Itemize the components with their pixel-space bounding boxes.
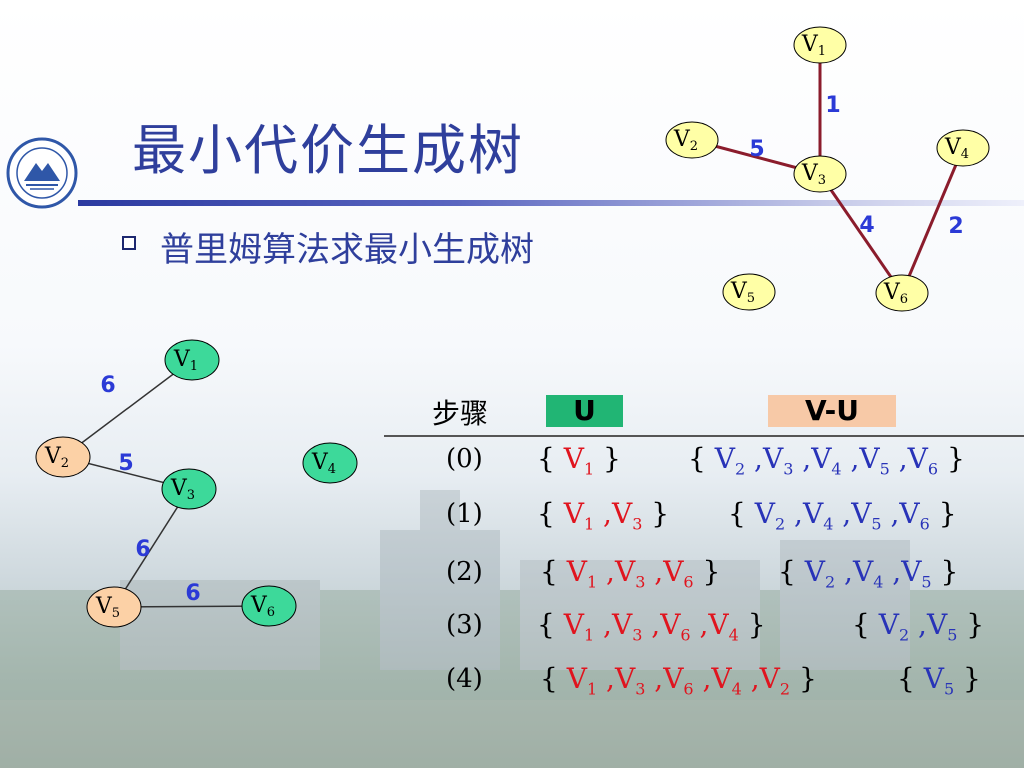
vertex-v1: V1 xyxy=(566,662,598,699)
vertex-v2: V2 xyxy=(714,442,746,479)
edge-weight-v1-v3: 1 xyxy=(825,93,840,118)
table-row: (0) { V1 } { V2 ,V3 ,V4 ,V5 ,V6 } xyxy=(0,440,1024,480)
header-step: 步骤 xyxy=(432,397,489,430)
campus-backdrop xyxy=(0,490,1024,768)
table-row: (2) { V1 ,V3 ,V6 } { V2 ,V4 ,V5 } xyxy=(0,553,1024,593)
node-v5: V5 xyxy=(722,273,776,311)
vertex-v5: V5 xyxy=(859,442,890,479)
table-header-rule xyxy=(384,435,1024,437)
node-v2: V2 xyxy=(665,121,719,159)
vertex-v5: V5 xyxy=(923,662,955,699)
header-u: U xyxy=(546,395,623,427)
vertex-v3: V3 xyxy=(614,662,646,699)
edge-weight-v2-v3: 5 xyxy=(749,137,764,162)
vertex-v4: V4 xyxy=(811,442,842,479)
vertex-v5: V5 xyxy=(901,555,932,592)
vertex-v4: V4 xyxy=(852,555,884,592)
vertex-v5: V5 xyxy=(926,608,958,645)
step-label: (0) xyxy=(446,444,483,474)
node-v1: V1 xyxy=(793,26,847,64)
vertex-v5: V5 xyxy=(851,497,882,534)
edge-v3-v6 xyxy=(818,173,904,294)
vertex-v6: V6 xyxy=(663,555,694,592)
edge-weight-v3-v5: 6 xyxy=(135,537,150,562)
slide-title: 最小代价生成树 xyxy=(132,119,524,182)
vertex-v1: V1 xyxy=(566,555,598,592)
vertex-v3: V3 xyxy=(614,555,646,592)
vertex-v4: V4 xyxy=(708,608,739,645)
vertex-v3: V3 xyxy=(762,442,794,479)
v-minus-u-set: { V2 ,V3 ,V4 ,V5 ,V6 } xyxy=(688,442,965,479)
node-v6: V6 xyxy=(875,274,929,312)
node-v3: V3 xyxy=(161,468,217,510)
u-set: { V1 ,V3 ,V6 ,V4 } xyxy=(537,608,766,645)
bullet-checkbox-icon xyxy=(122,236,136,250)
vertex-v1: V1 xyxy=(563,608,595,645)
vertex-v2: V2 xyxy=(754,497,786,534)
vertex-v2: V2 xyxy=(804,555,836,592)
v-minus-u-set: { V2 ,V5 } xyxy=(852,608,985,645)
title-underline xyxy=(78,200,1024,206)
table-row: (1) { V1 ,V3 } { V2 ,V4 ,V5 ,V6 } xyxy=(0,495,1024,535)
header-v-minus-u: V-U xyxy=(768,395,896,427)
edge-v3-v5 xyxy=(113,488,190,608)
edge-weight-v1-v2: 6 xyxy=(100,373,115,398)
node-v6: V6 xyxy=(241,585,297,627)
table-row: (3) { V1 ,V3 ,V6 ,V4 } { V2 ,V5 } xyxy=(0,606,1024,646)
u-set: { V1 ,V3 } xyxy=(537,497,670,534)
u-set: { V1 } xyxy=(537,442,621,479)
edge-v1-v2 xyxy=(62,359,193,458)
vertex-v4: V4 xyxy=(711,662,742,699)
u-set: { V1 ,V3 ,V6 ,V4 ,V2 } xyxy=(540,662,817,699)
vertex-v3: V3 xyxy=(611,497,643,534)
node-v1: V1 xyxy=(164,339,220,381)
node-v3: V3 xyxy=(793,155,847,193)
node-v4: V4 xyxy=(302,442,358,484)
step-label: (1) xyxy=(446,499,483,529)
vertex-v3: V3 xyxy=(611,608,643,645)
edge-weight-v2-v3: 5 xyxy=(118,451,133,476)
step-label: (3) xyxy=(446,610,483,640)
step-label: (4) xyxy=(446,664,483,694)
vertex-v6: V6 xyxy=(660,608,691,645)
vertex-v6: V6 xyxy=(663,662,694,699)
edge-weight-v3-v6: 4 xyxy=(859,213,874,238)
edge-weight-v4-v6: 2 xyxy=(948,214,963,239)
table-row: (4) { V1 ,V3 ,V6 ,V4 ,V2 } { V5 } xyxy=(0,660,1024,700)
edge-v4-v6 xyxy=(900,147,965,294)
step-label: (2) xyxy=(446,557,483,587)
vertex-v2: V2 xyxy=(759,662,791,699)
node-v4: V4 xyxy=(936,129,990,167)
v-minus-u-set: { V2 ,V4 ,V5 ,V6 } xyxy=(728,497,957,534)
u-set: { V1 ,V3 ,V6 } xyxy=(540,555,721,592)
node-v2: V2 xyxy=(35,436,91,478)
vertex-v1: V1 xyxy=(563,497,595,534)
v-minus-u-set: { V2 ,V4 ,V5 } xyxy=(778,555,959,592)
vertex-v6: V6 xyxy=(899,497,930,534)
vertex-v4: V4 xyxy=(802,497,834,534)
vertex-v6: V6 xyxy=(907,442,939,479)
edge-weight-v5-v6: 6 xyxy=(185,581,200,606)
university-seal-logo xyxy=(6,137,78,209)
v-minus-u-set: { V5 } xyxy=(897,662,981,699)
vertex-v1: V1 xyxy=(563,442,595,479)
bullet-text: 普里姆算法求最小生成树 xyxy=(160,230,534,270)
node-v5: V5 xyxy=(86,586,142,628)
vertex-v2: V2 xyxy=(878,608,910,645)
